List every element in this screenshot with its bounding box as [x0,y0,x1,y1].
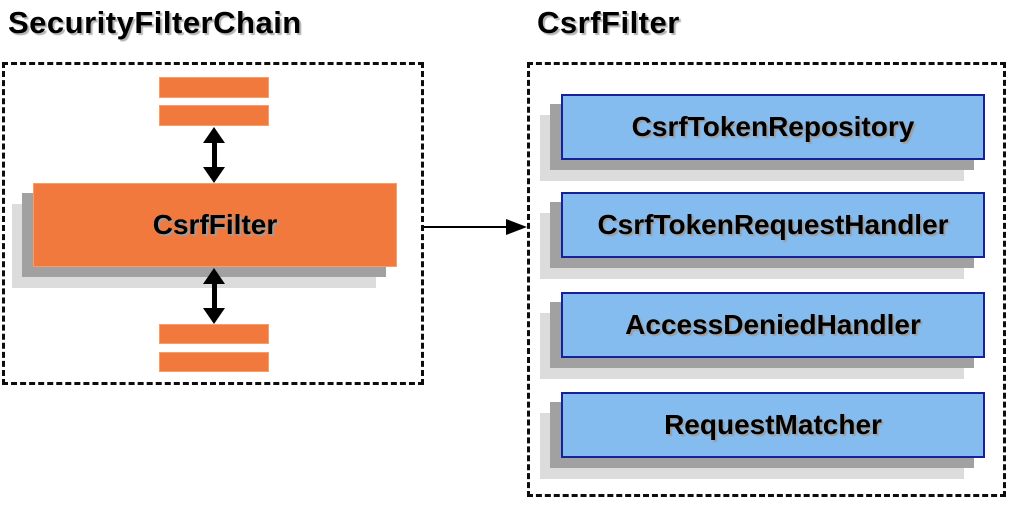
component-box-label: RequestMatcher [664,409,882,440]
component-box-access-denied-handler: AccessDeniedHandler [561,292,985,358]
component-box-request-matcher: RequestMatcher [561,392,985,458]
arrow-stem [424,226,510,228]
bidirectional-arrow-top-icon [202,127,226,183]
filter-bar-bottom-1 [159,324,269,344]
arrow-down-head-icon [203,308,225,324]
security-filter-chain-container: CsrfFilter [2,62,424,385]
filter-bar-top-2 [159,105,269,126]
arrow-up-head-icon [203,127,225,143]
component-box-label: CsrfTokenRepository [631,111,915,142]
arrow-stem [211,139,217,171]
csrf-filter-title: CsrfFilter [537,5,680,40]
component-box-label: CsrfTokenRequestHandler [597,209,949,240]
arrow-right-head-icon [506,219,527,235]
filter-bar-top-1 [159,77,269,98]
arrow-stem [211,280,217,312]
bidirectional-arrow-bottom-icon [202,268,226,324]
arrow-up-head-icon [203,268,225,284]
filter-bar-bottom-2 [159,352,269,372]
csrf-filter-components-container: CsrfTokenRepository CsrfTokenRequestHand… [527,62,1006,497]
component-box-csrf-token-request-handler: CsrfTokenRequestHandler [561,192,985,258]
flow-arrow-right-icon [424,219,527,236]
csrf-filter-box: CsrfFilter [33,183,397,267]
component-box-csrf-token-repository: CsrfTokenRepository [561,94,985,160]
security-filter-chain-title: SecurityFilterChain [8,5,302,40]
component-box-label: AccessDeniedHandler [625,309,921,340]
csrf-filter-box-label: CsrfFilter [152,209,278,240]
arrow-down-head-icon [203,167,225,183]
